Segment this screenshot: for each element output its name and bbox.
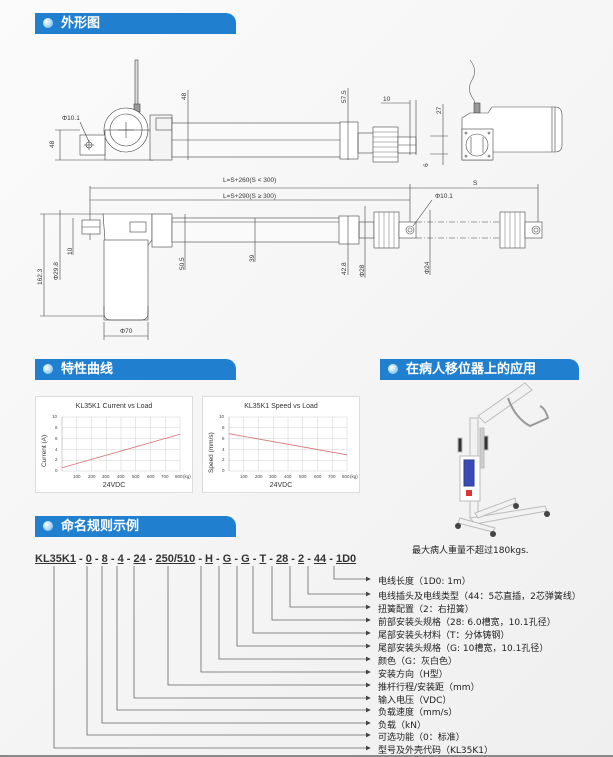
bottom-divider [0, 755, 613, 757]
chart-xlabel: 24VDC [102, 482, 126, 489]
legend-item: 扭簧配置（2：右扭簧） [378, 605, 474, 615]
naming-code: KL35K1 - 0 - 8 - 4 - 24 - 250/510 - H - … [35, 553, 357, 565]
section-title: 外形图 [61, 16, 101, 31]
code-segment: 0 [85, 553, 92, 565]
svg-text:Φ10.1: Φ10.1 [62, 115, 80, 122]
svg-text:Φ70: Φ70 [120, 328, 133, 335]
svg-text:Φ29.8: Φ29.8 [53, 262, 60, 280]
svg-text:Φ28: Φ28 [359, 264, 366, 277]
legend-item: 负载（kN） [378, 721, 426, 731]
svg-text:57.5: 57.5 [341, 90, 348, 103]
legend-item: 电线插头及电线类型（44：5芯直插，2芯弹簧线） [378, 592, 581, 602]
svg-text:L=S+260(S < 300): L=S+260(S < 300) [223, 177, 276, 184]
svg-text:S: S [473, 180, 478, 187]
svg-text:Φ24: Φ24 [424, 261, 431, 274]
svg-text:39: 39 [249, 254, 256, 262]
section-title: 在病人移位器上的应用 [406, 362, 537, 377]
code-segment: 44 [313, 553, 327, 565]
chart-xlabel: 24VDC [269, 482, 293, 489]
svg-text:162.3: 162.3 [37, 268, 44, 285]
svg-text:27: 27 [436, 106, 443, 114]
legend-item: 电线长度（1D0: 1m） [378, 577, 471, 587]
section-header-naming: 命名规则示例 [35, 516, 236, 537]
svg-text:10: 10 [67, 247, 74, 255]
section-title: 命名规则示例 [61, 519, 140, 534]
code-segment: 8 [101, 553, 108, 565]
legend-item: 尾部安装头材料（T：分体铸钢） [378, 631, 510, 641]
chart-title: KL35K1 Current vs Load [75, 403, 153, 410]
svg-text:48: 48 [49, 140, 56, 148]
code-segment: 250/510 [155, 553, 196, 565]
legend-item: 型号及外壳代码（KL35K1） [378, 746, 493, 756]
code-segment: G [241, 553, 250, 565]
code-segment: H [205, 553, 213, 565]
svg-text:50.5: 50.5 [179, 257, 186, 270]
code-segment: 24 [133, 553, 146, 565]
bullet-icon [43, 521, 53, 531]
legend-item: 推杆行程/安装距（mm） [378, 683, 480, 693]
code-segment: G [222, 553, 232, 565]
legend-item: 可选功能（0：标准） [378, 733, 465, 743]
code-segment: KL35K1 [35, 553, 76, 565]
chart-title: KL35K1 Speed vs Load [244, 403, 318, 410]
svg-text:42.8: 42.8 [341, 262, 348, 275]
top-view: 48 Φ10.1 48 57.5 10 27 6 [49, 59, 563, 167]
code-segment: 28 [275, 553, 289, 565]
chart-plot [228, 416, 348, 472]
bullet-icon [43, 18, 53, 28]
patient-lift-image [455, 382, 550, 537]
code-segment: 1D0 [335, 553, 357, 565]
side-view: L=S+260(S < 300) L=S+290(S ≥ 300) S Φ1 [37, 177, 543, 340]
chart-plot [61, 416, 181, 472]
svg-text:L=S+290(S ≥ 300): L=S+290(S ≥ 300) [223, 193, 276, 200]
application-caption: 最大病人重量不超过180kgs. [412, 546, 529, 556]
bullet-icon [43, 364, 53, 374]
section-header-outline: 外形图 [35, 13, 236, 34]
section-title: 特性曲线 [61, 362, 114, 377]
legend-item: 负载速度（mm/s） [378, 708, 458, 718]
code-segment: 2 [298, 553, 305, 565]
svg-text:Φ10.1: Φ10.1 [435, 193, 453, 200]
svg-text:48: 48 [181, 92, 188, 100]
section-header-application: 在病人移位器上的应用 [380, 359, 579, 380]
section-header-curves: 特性曲线 [35, 359, 236, 380]
legend-item: 前部安装头规格（28: 6.0槽宽，10.1孔径） [378, 618, 556, 628]
outline-drawing: 48 Φ10.1 48 57.5 10 27 6 L=S+260(S < 300… [37, 59, 563, 340]
chart-current-vs-load: KL35K1 Current vs Load Current (A) 10 8 … [35, 396, 193, 493]
legend-item: 输入电压（VDC） [378, 696, 452, 706]
svg-text:10: 10 [383, 96, 391, 103]
code-segment: T [259, 553, 267, 565]
legend-item: 安装方向（H型） [378, 670, 448, 680]
chart-speed-vs-load: KL35K1 Speed vs Load Speed (mm/s) 10 8 6… [202, 396, 360, 493]
svg-text:6: 6 [423, 163, 430, 167]
legend-item: 颜色（G：灰白色） [378, 657, 457, 667]
bullet-icon [388, 364, 398, 374]
legend-item: 尾部安装头规格（G: 10槽宽，10.1孔径） [378, 644, 549, 654]
code-segment: 4 [117, 553, 124, 565]
